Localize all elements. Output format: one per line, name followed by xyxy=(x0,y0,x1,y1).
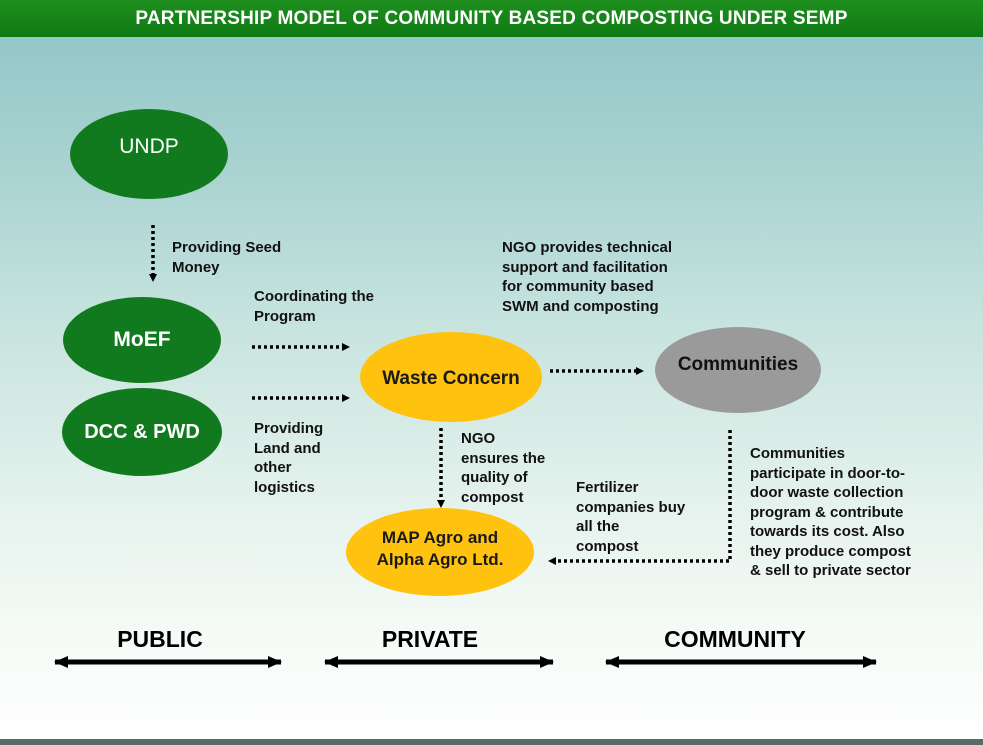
providing-land-note: Providing Land and other logistics xyxy=(254,420,324,496)
moef-label: MoEF xyxy=(113,328,171,351)
arrow-communities-to-map-agro xyxy=(548,430,732,565)
community-sector-label: COMMUNITY xyxy=(664,626,806,652)
communities-node: Communities xyxy=(655,327,821,413)
page-title: PARTNERSHIP MODEL OF COMMUNITY BASED COM… xyxy=(135,7,848,29)
seed-money-note: Providing Seed Money xyxy=(172,239,282,276)
moef-node: MoEF xyxy=(63,297,221,383)
fertilizer-note: Fertilizer companies buy all the compost xyxy=(576,479,686,555)
public-sector-label: PUBLIC xyxy=(117,626,203,652)
dcc-pwd-label: DCC & PWD xyxy=(84,420,200,443)
title-bar: PARTNERSHIP MODEL OF COMMUNITY BASED COM… xyxy=(0,0,983,37)
communities-label: Communities xyxy=(677,354,799,375)
communities-participate-note: Communities participate in door-to- door… xyxy=(750,445,911,579)
ngo-quality-note: NGO ensures the quality of compost xyxy=(461,430,546,506)
coordinating-note: Coordinating the Program xyxy=(254,288,374,325)
waste-concern-node: Waste Concern xyxy=(360,332,542,422)
private-sector-label: PRIVATE xyxy=(381,626,479,652)
undp-label: UNDP xyxy=(119,135,179,158)
map-agro-node: MAP Agro and Alpha Agro Ltd. xyxy=(346,508,534,596)
dcc-pwd-node: DCC & PWD xyxy=(62,388,222,476)
undp-node: UNDP xyxy=(70,109,228,199)
waste-concern-label: Waste Concern xyxy=(382,368,520,389)
map-agro-label: MAP Agro and Alpha Agro Ltd. xyxy=(376,528,504,569)
ngo-support-note: NGO provides technical support and facil… xyxy=(502,239,673,315)
bottom-rule xyxy=(0,739,983,745)
